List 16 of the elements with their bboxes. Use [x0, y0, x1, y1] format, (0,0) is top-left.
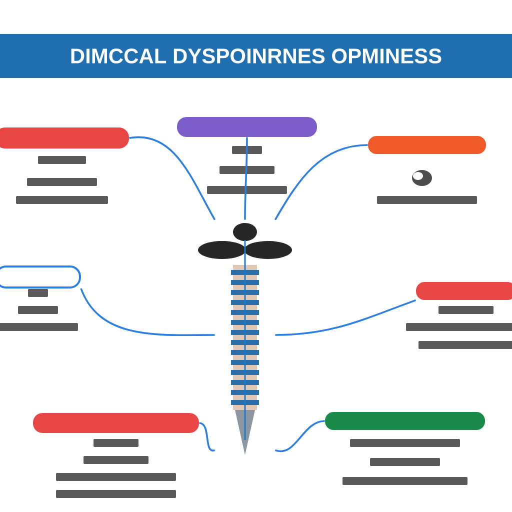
spine-drawing — [198, 223, 292, 455]
label-pill — [0, 266, 81, 288]
connector-line — [274, 144, 368, 220]
connector-line — [275, 299, 416, 336]
connector-line — [199, 422, 215, 452]
title-banner: DIMCCAL DYSPOINRNES OPMINESS — [0, 34, 512, 78]
label-pill — [177, 117, 317, 137]
label-pill — [33, 413, 199, 433]
connector-line — [275, 420, 325, 452]
label-pill — [416, 282, 512, 300]
connector-line — [129, 136, 216, 220]
connector-line — [80, 288, 215, 336]
connector-line — [244, 137, 248, 220]
label-pill — [368, 136, 486, 154]
label-pill — [0, 128, 129, 148]
label-pill — [325, 412, 485, 430]
